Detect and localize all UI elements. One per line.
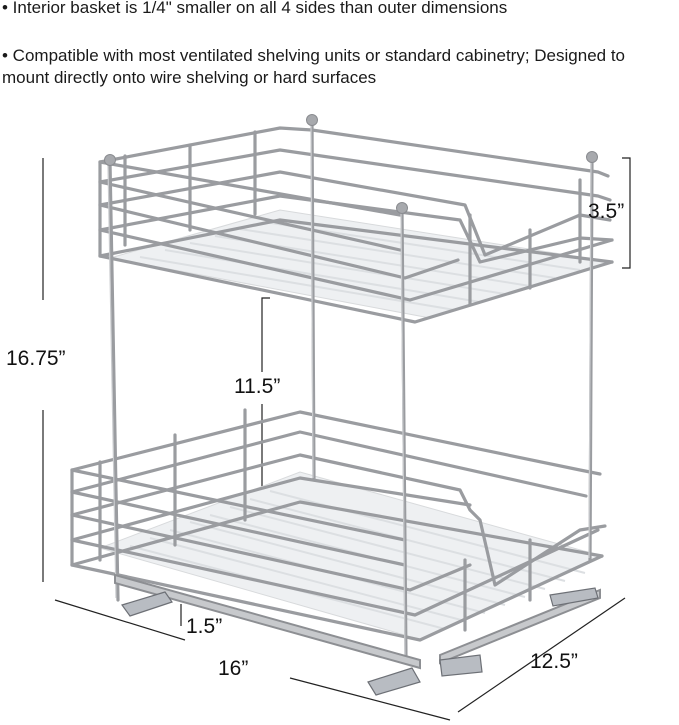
bracket-right-rear <box>549 587 599 607</box>
post-highlights <box>107 124 592 659</box>
bracket-front <box>367 667 421 696</box>
bracket-front-right <box>439 654 483 677</box>
depth-dim-line <box>457 597 626 713</box>
height-total-label: 16.75” <box>6 347 66 370</box>
bullet-compatibility: • Compatible with most ventilated shelvi… <box>2 46 625 87</box>
width-dim-line <box>54 599 186 641</box>
finial-back-right <box>586 151 598 163</box>
basket-depth-label: 3.5” <box>588 200 625 223</box>
slide-rail-left <box>114 573 421 670</box>
wire-frame <box>70 120 614 662</box>
bullet-interior-basket: • Interior basket is 1/4" smaller on all… <box>2 0 508 17</box>
basket-depth-dim-line <box>622 157 631 269</box>
depth-label: 12.5” <box>530 650 578 673</box>
bracket-left <box>121 591 173 617</box>
finial-front-right <box>396 202 408 214</box>
shelf-gap-dim-line-top <box>261 297 270 372</box>
width-label: 16” <box>218 657 249 680</box>
width-dim-line-2 <box>289 677 451 721</box>
finial-back-left <box>306 114 318 126</box>
finial-front-left <box>104 154 116 166</box>
rail-height-label: 1.5” <box>186 615 223 638</box>
mounting-brackets <box>121 587 599 696</box>
post-finials <box>104 114 598 214</box>
shelf-gap-label: 11.5” <box>234 375 281 398</box>
